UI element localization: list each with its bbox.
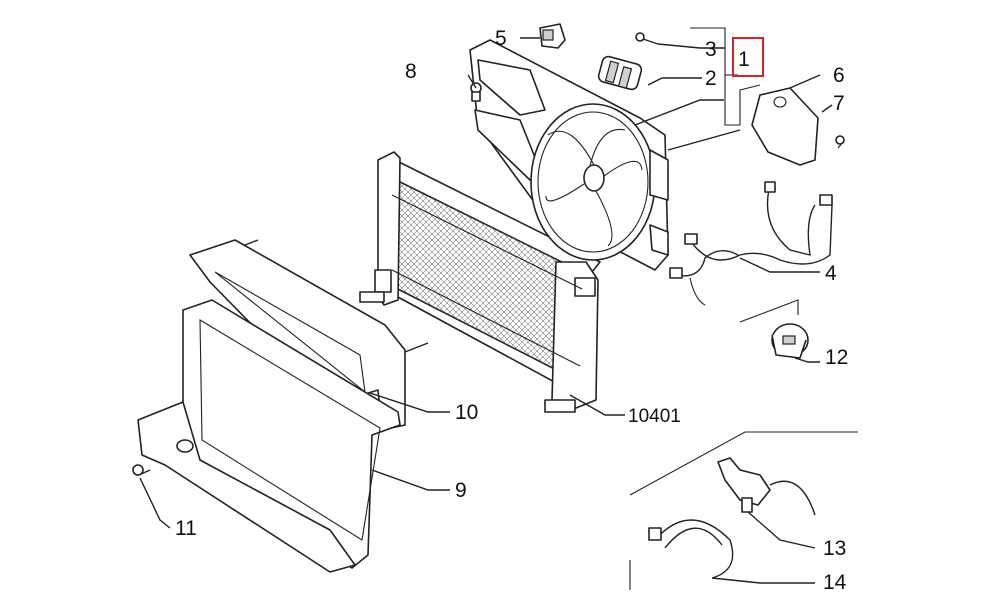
callout-13: 13: [823, 537, 846, 560]
callout-labels: 1 2 3 4 5 6 7 8 9 10 11 12 13 14 10401: [175, 27, 848, 594]
callout-11: 11: [175, 517, 197, 540]
resistor: [597, 55, 643, 91]
screw: [635, 32, 659, 45]
screw-11: [132, 464, 151, 476]
grouping-lines: [629, 27, 858, 590]
cable-tie: [648, 519, 734, 579]
callout-5: 5: [495, 27, 507, 50]
callout-14: 14: [823, 571, 847, 594]
callout-10401: 10401: [628, 406, 681, 427]
clip: [539, 23, 566, 49]
cooling-fan-assembly: [469, 39, 669, 271]
callout-6: 6: [833, 64, 845, 87]
cover: [751, 87, 845, 166]
callout-10: 10: [455, 401, 478, 424]
callout-3: 3: [705, 38, 717, 61]
callout-1-highlight-box: [732, 37, 764, 77]
callout-2: 2: [705, 67, 717, 90]
callout-7: 7: [833, 92, 845, 115]
connector: [771, 323, 809, 359]
callout-12: 12: [825, 346, 848, 369]
callout-8: 8: [405, 60, 417, 83]
cable-tie-fastener: [717, 457, 816, 516]
wiring-harness: [669, 181, 833, 306]
callout-1: 1: [738, 48, 750, 71]
callout-4: 4: [825, 262, 837, 285]
leader-lines: [139, 37, 833, 584]
callout-9: 9: [455, 479, 467, 502]
radiator: [359, 151, 601, 413]
deflector-frame: [137, 299, 401, 573]
bolt: [470, 82, 482, 102]
